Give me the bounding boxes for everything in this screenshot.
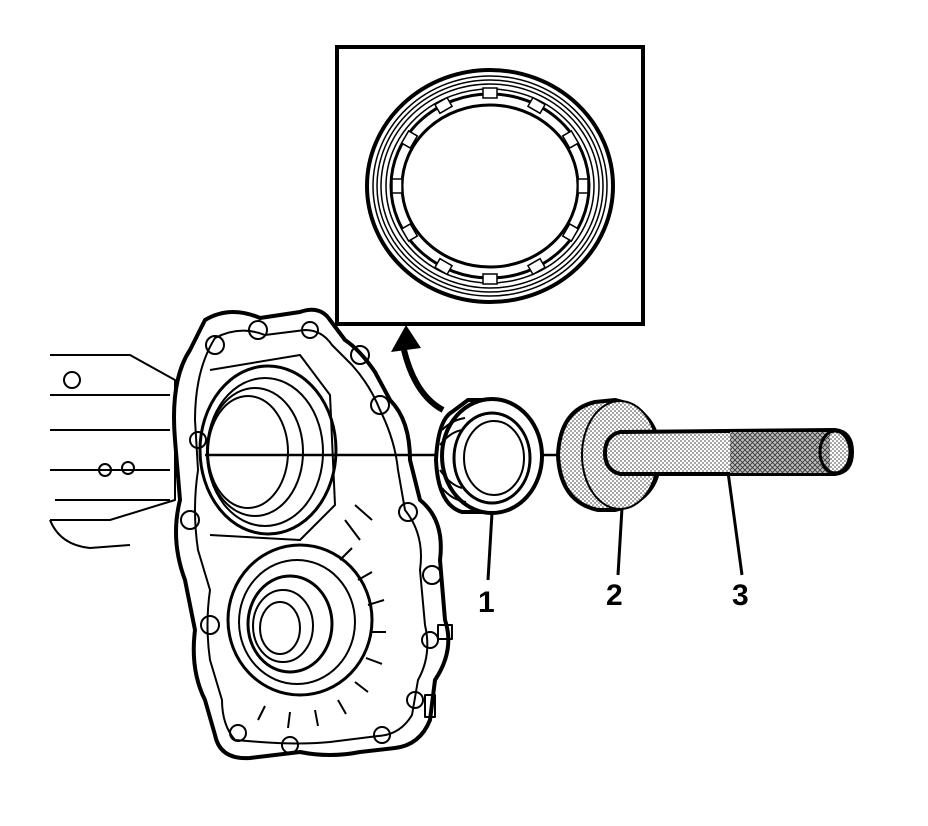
leader-2 xyxy=(616,507,624,576)
callout-label-3: 3 xyxy=(732,579,749,612)
callout-label-2: 2 xyxy=(606,579,623,612)
output-shaft-seal xyxy=(433,397,544,515)
driver-handle xyxy=(602,427,855,476)
callout-leaders xyxy=(486,471,744,581)
housing-upper-bore xyxy=(198,354,338,541)
callout-label-1: 1 xyxy=(478,586,495,619)
seal-detail-tabs xyxy=(391,87,589,285)
housing-flange xyxy=(172,307,451,761)
leader-1 xyxy=(486,512,494,581)
detail-arrow xyxy=(391,325,445,413)
transfer-case-housing xyxy=(49,307,453,761)
seal-detail-ring xyxy=(365,68,615,304)
leader-3 xyxy=(726,471,744,576)
detail-inset xyxy=(335,45,645,326)
housing-bolt-holes xyxy=(180,320,442,754)
housing-lower-bore xyxy=(226,543,386,729)
housing-rear-frame xyxy=(49,354,176,549)
